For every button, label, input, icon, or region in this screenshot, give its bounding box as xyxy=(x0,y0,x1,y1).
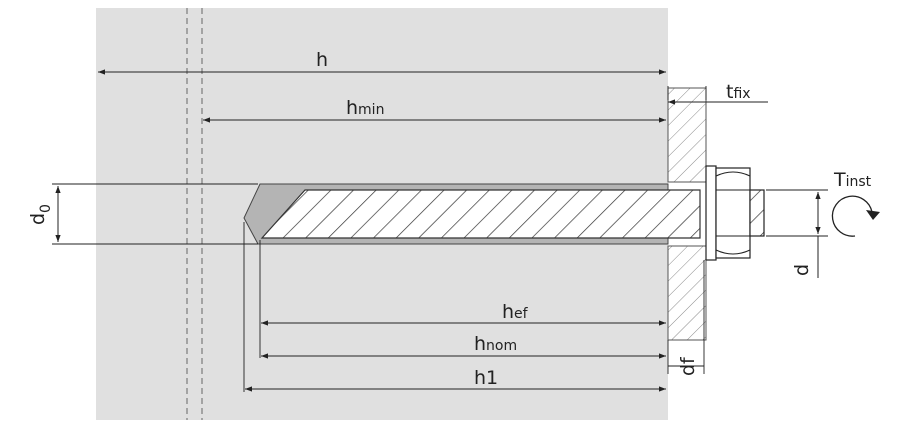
label-h-nom: hnom xyxy=(474,333,517,355)
label-t-fix: tfix xyxy=(726,81,751,103)
fixture-plate-lower xyxy=(667,245,707,341)
washer xyxy=(705,165,717,261)
label-h-min: hmin xyxy=(346,97,384,119)
label-d: d xyxy=(791,264,813,276)
label-d0: d0 xyxy=(27,204,54,225)
rotation-arrow-icon xyxy=(831,195,880,237)
label-d-f: df xyxy=(677,356,699,376)
label-t-inst: Tinst xyxy=(833,169,872,191)
label-h: h xyxy=(316,49,328,71)
anchor-rod xyxy=(260,189,701,239)
fixture-plate-upper xyxy=(667,87,707,183)
rod-end xyxy=(749,189,765,237)
label-h-ef: hef xyxy=(502,301,529,323)
hex-nut xyxy=(715,167,751,259)
label-h1: h1 xyxy=(474,367,498,389)
